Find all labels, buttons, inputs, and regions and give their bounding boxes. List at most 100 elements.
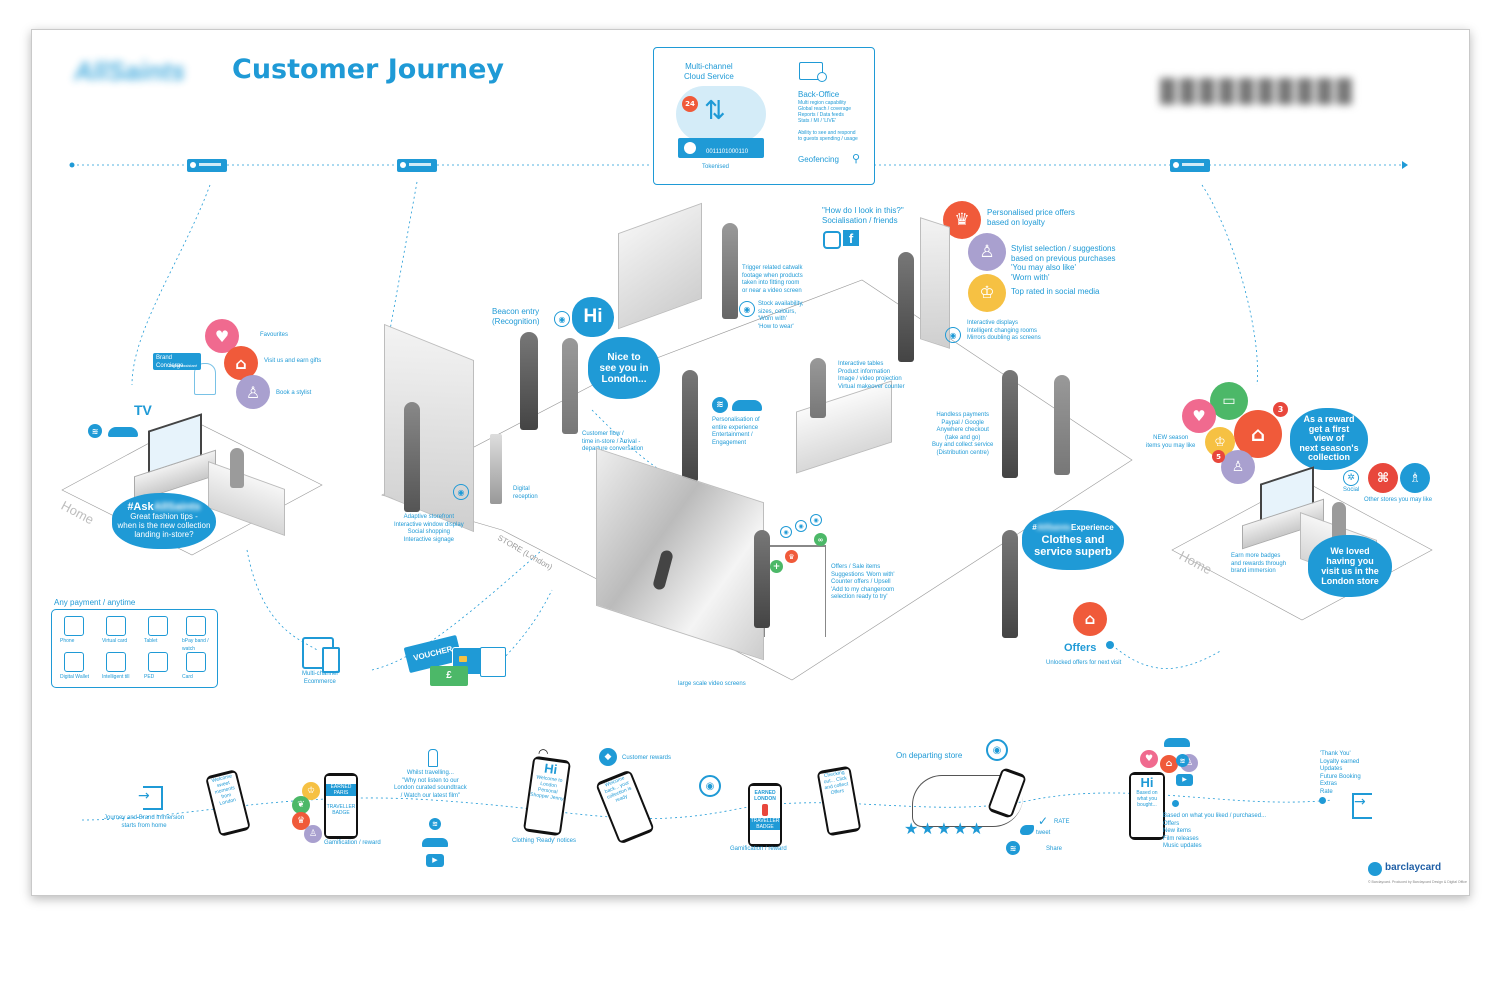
leaf-gamification-icon: ❦ — [292, 796, 310, 814]
spotify-icon: ≋ — [88, 424, 102, 438]
phone-5-screen: EARNED LONDON TRAVELLER BADGE — [750, 786, 780, 844]
cloud-sync-arrows-icon: ⇅ — [704, 96, 726, 126]
analytics-icon — [799, 62, 823, 80]
youtube-right-icon: ▶ — [1176, 774, 1193, 786]
beacon-icon-mirror: ◉ — [945, 327, 961, 343]
nice-bubble: Nice to see you in London... — [588, 337, 660, 399]
departing-label: On departing store — [896, 751, 963, 760]
digital-reception-kiosk — [490, 434, 502, 504]
add-green-icon: + — [770, 560, 783, 573]
link-green-icon: ∞ — [814, 533, 827, 546]
ask-bubble: #AskAllSaints Great fashion tips - when … — [112, 493, 216, 549]
rail-person — [754, 530, 770, 628]
liberty-icon: ♗ — [1400, 463, 1430, 493]
storefront-label: Adaptive storefront Interactive window d… — [394, 514, 464, 543]
ask-tag: #Ask — [127, 501, 154, 513]
concierge-box: Brand Concierge Digital assistant — [153, 353, 201, 370]
twitter-icon[interactable] — [1020, 825, 1034, 835]
dress-offer-icon: ♙ — [968, 233, 1006, 271]
payment-item-label: Virtual card — [102, 638, 128, 644]
unlocked-label: Unlocked offers for next visit — [1046, 660, 1122, 666]
top-right-blurred-logo: ██████████ — [1160, 78, 1356, 103]
customer-flow-label: Customer flow / time in-store / Arrival … — [582, 431, 644, 452]
offers-sale-label: Offers / Sale items Suggestions 'Worn wi… — [831, 564, 895, 600]
ecommerce-label: Multi-channel Ecommerce — [302, 671, 338, 685]
offer3-label: Top rated in social media — [1011, 287, 1100, 296]
social-label: Socialisation / friends — [822, 216, 898, 225]
displays-label: Interactive displays Intelligent changin… — [967, 320, 1041, 341]
gamification-1-label: Gamification / reward — [324, 840, 381, 846]
colosseum-icon: ⌘ — [1368, 463, 1398, 493]
storefront-person — [404, 402, 420, 512]
traveller-person-icon — [428, 749, 438, 767]
trophy-offer-icon: ♔ — [968, 274, 1006, 312]
badge-five: 5 — [1212, 450, 1225, 463]
journey-start-arrow-icon: → — [138, 788, 150, 804]
video-screens-label: large scale video screens — [678, 681, 746, 687]
payment-digital-wallet-icon — [64, 652, 84, 672]
payment-item-label: Digital Wallet — [60, 674, 89, 680]
spotify-share-icon[interactable]: ≋ — [1006, 841, 1020, 855]
stock-label: Stock availability, sizes, colours, 'Wor… — [758, 301, 804, 330]
payment-item-label: Card — [182, 674, 193, 680]
home-person — [230, 448, 244, 488]
cloud-title: Multi-channel Cloud Service — [684, 62, 734, 81]
payment-item-label: Tablet — [144, 638, 158, 644]
ask-text: Great fashion tips - when is the new col… — [117, 512, 211, 539]
ready-label: Clothing 'Ready' notices — [512, 838, 576, 844]
payment-card-icon — [186, 652, 206, 672]
experience-text: Clothes and service superb — [1034, 534, 1112, 558]
barclaycard-logo: barclaycard — [1385, 862, 1442, 873]
crown-offer-icon: ♛ — [943, 201, 981, 239]
payment-item-label: Phone — [60, 638, 75, 644]
payment-item-label: Intelligent till — [102, 674, 130, 680]
beacon-entry-label: Beacon entry (Recognition) — [492, 307, 540, 326]
page-title: Customer Journey — [232, 54, 504, 85]
phone-5-bottle-icon — [762, 804, 768, 816]
stylist-dress-icon: ♙ — [236, 375, 270, 409]
offers-gift-icon[interactable]: ⌂ — [1073, 602, 1107, 636]
greeting-person-2 — [562, 338, 578, 434]
catwalk-label: Trigger related catwalk footage when pro… — [742, 265, 803, 294]
rating-stars[interactable]: ★★★★★ — [904, 819, 986, 838]
timeline-tag-2 — [397, 159, 437, 172]
magnifier-icon — [817, 72, 827, 82]
storefront-panel — [384, 323, 474, 533]
phone-7-screen: Hi Based on what you bought... — [1131, 775, 1163, 837]
phone-2-badge: EARNED PARIS — [326, 784, 356, 796]
phone-7-text: Based on what you bought... — [1136, 790, 1158, 808]
table-person — [810, 358, 826, 418]
based-on-label: Based on what you liked / purchased... O… — [1163, 813, 1267, 849]
payment-phone-icon — [64, 616, 84, 636]
loved-bubble: We loved having you visit us in the Lond… — [1308, 535, 1392, 597]
payment-title: Any payment / anytime — [54, 598, 136, 607]
timeline-tag-3 — [1170, 159, 1210, 172]
phone-5-badge-2: TRAVELLER BADGE — [750, 818, 780, 830]
timeline-dot-end — [1319, 797, 1326, 804]
apple-tv-logo: TV — [134, 402, 152, 418]
heart-timeline-icon: ♥ — [1140, 750, 1158, 768]
social-right-label: Social — [1343, 487, 1360, 493]
payment-item-label: bPay band / watch — [182, 638, 209, 652]
banknote-icon: £ — [430, 666, 468, 686]
earn-badges-label: Earn more badges and rewards through bra… — [1231, 553, 1287, 574]
timeline-dot-based — [1172, 800, 1179, 807]
cloud-service-box: Multi-channel Cloud Service ⇅ 24 0011101… — [653, 47, 875, 185]
beacon-icon-entry: ◉ — [554, 311, 570, 327]
backoffice-title: Back-Office — [798, 90, 840, 99]
backoffice-text: Multi region capability Global reach / c… — [798, 100, 858, 142]
mirror-display — [920, 217, 950, 349]
greeting-person-1 — [520, 332, 538, 430]
social-question: "How do I look in this?" — [822, 206, 904, 215]
phone-2-screen: EARNED PARIS TRAVELLER BADGE — [326, 776, 356, 836]
handless-person-2 — [1054, 375, 1070, 475]
whilst-label: Whilst travelling... "Why not listen to … — [394, 770, 467, 799]
personalisation-label: Personalisation of entire experience Ent… — [712, 417, 760, 446]
concierge-person-icon — [194, 363, 216, 395]
thumbs-up-icon[interactable]: ✓ — [1038, 814, 1049, 828]
journey-end-icon — [1352, 793, 1372, 819]
payment-virtual-card-icon — [106, 616, 126, 636]
ticket-icon — [480, 647, 506, 677]
wifi-signal-icon: ◠ — [538, 746, 549, 760]
beacon-departing-icon: ◉ — [986, 739, 1008, 761]
